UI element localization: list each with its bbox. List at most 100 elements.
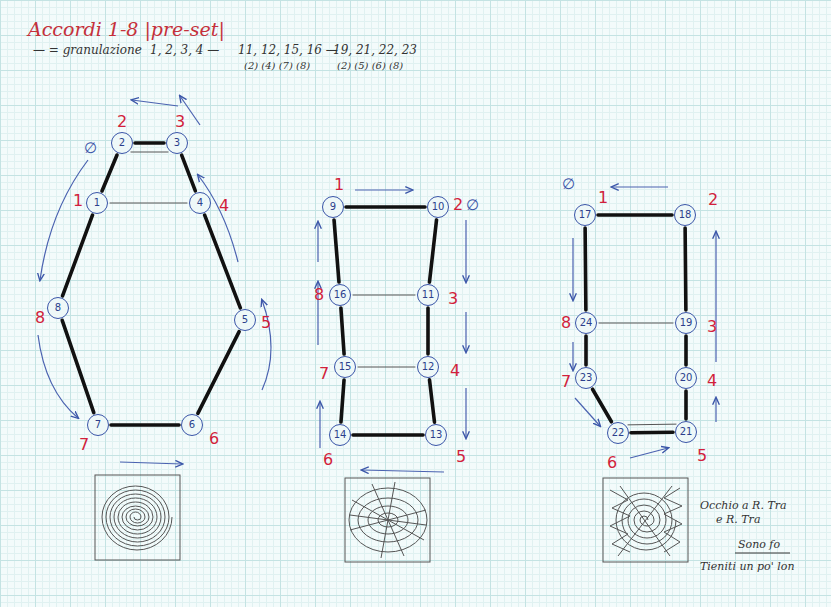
callout-number: 2 <box>453 197 463 213</box>
chord-line <box>683 228 687 310</box>
node-number: 16 <box>334 290 347 300</box>
note-text: 19, 21, 22, 23 <box>333 44 417 57</box>
number-circle: 204 <box>675 367 697 389</box>
node-number: 4 <box>197 198 203 208</box>
chord-line <box>205 215 241 308</box>
number-circle: 113 <box>417 284 439 306</box>
callout-number: 4 <box>219 198 229 214</box>
underline <box>735 553 790 554</box>
chord-line <box>334 220 339 282</box>
callout-number: 8 <box>561 315 571 331</box>
chord-line <box>341 308 344 354</box>
chord-line <box>684 391 688 419</box>
node-number: 18 <box>679 210 692 220</box>
title: Accordi 1-8 |pre-set| <box>28 18 225 40</box>
chord-line <box>198 332 239 414</box>
number-circle: 226 <box>607 422 629 444</box>
number-circle: 77 <box>87 414 109 436</box>
node-number: 10 <box>432 202 445 212</box>
note-text: 11, 12, 15, 16 — <box>238 44 338 57</box>
callout-number: 6 <box>209 431 219 447</box>
chord-line <box>111 423 179 427</box>
node-number: 1 <box>94 198 100 208</box>
callout-number: 1 <box>334 177 344 193</box>
number-circle: 193 <box>675 312 697 334</box>
node-number: 21 <box>680 427 693 437</box>
chord-line <box>182 155 196 191</box>
note-text: 1, 2, 3, 4 — <box>150 44 219 57</box>
granulation-line <box>628 424 676 426</box>
chord-line <box>430 380 435 422</box>
number-circle: 102 <box>427 196 449 218</box>
node-number: 23 <box>580 373 593 383</box>
granulation-line <box>110 203 187 204</box>
callout-number: 8 <box>35 310 45 326</box>
chord-line <box>102 155 117 191</box>
chord-line <box>63 215 93 296</box>
node-number: 13 <box>430 430 443 440</box>
chord-line <box>684 336 688 365</box>
number-circle: 237 <box>575 367 597 389</box>
callout-number: 5 <box>261 315 271 331</box>
node-number: 11 <box>422 290 435 300</box>
node-number: 12 <box>422 362 435 372</box>
note-text: ∅ <box>562 176 575 193</box>
chord-line <box>135 141 164 145</box>
number-circle: 168 <box>329 284 351 306</box>
number-circle: 157 <box>334 356 356 378</box>
number-circle: 248 <box>575 312 597 334</box>
node-number: 22 <box>612 428 625 438</box>
callout-number: 6 <box>323 452 333 468</box>
number-circle: 66 <box>181 414 203 436</box>
node-number: 6 <box>189 420 195 430</box>
number-circle: 33 <box>166 132 188 154</box>
number-circle: 11 <box>86 192 108 214</box>
granulation-line <box>358 367 415 368</box>
note-text: Tieniti un po' lon <box>700 561 794 573</box>
node-number: 24 <box>580 318 593 328</box>
note-text: ∅ <box>466 197 479 214</box>
callout-number: 2 <box>117 114 127 130</box>
number-circle: 44 <box>189 192 211 214</box>
texture-sketch <box>95 475 688 562</box>
chord-line <box>426 308 430 354</box>
node-number: 8 <box>55 303 61 313</box>
number-circle: 135 <box>425 424 447 446</box>
note-text: Occhio a R. Tra <box>700 500 787 512</box>
callout-number: 6 <box>607 455 617 471</box>
chord-line <box>584 336 588 365</box>
node-number: 17 <box>579 210 592 220</box>
node-number: 19 <box>680 318 693 328</box>
number-circle: 146 <box>329 424 351 446</box>
flow-arrows <box>38 96 716 472</box>
note-text: ∅ <box>84 140 97 157</box>
chord-line <box>429 220 436 282</box>
callout-number: 4 <box>707 373 717 389</box>
number-circle: 215 <box>675 421 697 443</box>
number-circle: 55 <box>234 309 256 331</box>
number-circle: 91 <box>322 196 344 218</box>
callout-number: 7 <box>561 374 571 390</box>
node-number: 5 <box>242 315 248 325</box>
note-text: (2) (4) (7) (8) <box>244 60 310 71</box>
callout-number: 5 <box>456 449 466 465</box>
callout-number: 5 <box>697 448 707 464</box>
callout-number: 1 <box>598 190 608 206</box>
number-circle: 182 <box>674 204 696 226</box>
callout-number: 8 <box>314 287 324 303</box>
number-circle: 88 <box>47 297 69 319</box>
note-text: (2) (5) (6) (8) <box>337 60 403 71</box>
chord-line <box>583 228 587 310</box>
callout-number: 4 <box>450 363 460 379</box>
number-circle: 22 <box>111 132 133 154</box>
chord-line <box>593 389 612 422</box>
chord-line <box>631 430 673 434</box>
node-number: 7 <box>95 420 101 430</box>
callout-number: 3 <box>448 291 458 307</box>
granulation-line <box>353 295 415 296</box>
callout-number: 2 <box>708 192 718 208</box>
node-number: 20 <box>680 373 693 383</box>
note-text: e R. Tra <box>716 514 760 526</box>
granulation-line <box>599 323 673 324</box>
